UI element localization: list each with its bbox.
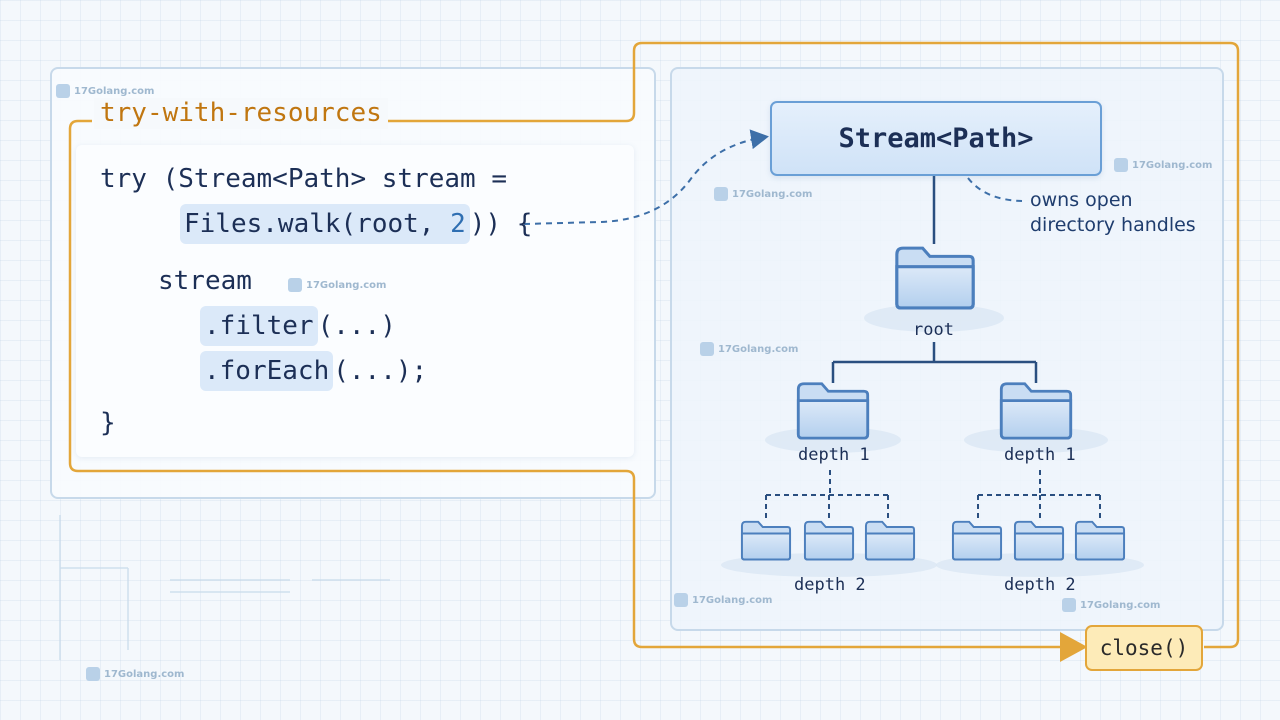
depth1-right-label: depth 1 — [1004, 445, 1076, 465]
depth2-folder-icon — [951, 520, 1003, 561]
owns-handles-note: owns open directory handles — [1030, 189, 1196, 236]
walk-to-stream-arrow — [523, 129, 769, 225]
watermark-logo-icon — [1114, 158, 1128, 172]
code-line-filter: .filter(...) — [200, 306, 396, 346]
watermark-logo-icon — [700, 342, 714, 356]
try-with-resources-label: try-with-resources — [94, 98, 388, 130]
depth1-left-folder-icon — [796, 382, 870, 440]
scope-bracket-left — [68, 119, 1088, 662]
root-folder-icon — [895, 246, 975, 310]
depth2-right-label: depth 2 — [1004, 575, 1076, 595]
watermark: 17Golang.com — [714, 187, 812, 201]
root-label: root — [913, 320, 954, 340]
depth2-branches — [765, 470, 1101, 520]
watermark: 17Golang.com — [1062, 598, 1160, 612]
watermark: 17Golang.com — [86, 667, 184, 681]
code-line-foreach: .forEach(...); — [200, 351, 427, 391]
close-call-box: close() — [1085, 625, 1203, 671]
watermark-logo-icon — [86, 667, 100, 681]
foreach-call: .forEach — [200, 351, 334, 391]
watermark-logo-icon — [674, 593, 688, 607]
depth2-folder-icon — [864, 520, 916, 561]
files-walk-call: Files.walk(root, 2 — [180, 204, 470, 244]
depth2-folder-icon — [803, 520, 855, 561]
watermark-logo-icon — [288, 278, 302, 292]
code-line-walk: Files.walk(root, 2)) { — [180, 204, 532, 244]
code-line-stream: stream — [158, 266, 252, 296]
code-line-try: try (Stream<Path> stream = — [100, 164, 507, 194]
code-block — [76, 145, 634, 457]
watermark-logo-icon — [714, 187, 728, 201]
watermark: 17Golang.com — [56, 84, 154, 98]
depth2-folder-icon — [1074, 520, 1126, 561]
watermark: 17Golang.com — [1114, 158, 1212, 172]
scope-bracket-right — [388, 41, 1240, 649]
watermark-logo-icon — [1062, 598, 1076, 612]
depth1-right-folder-icon — [999, 382, 1073, 440]
filter-call: .filter — [200, 306, 318, 346]
stream-path-box: Stream<Path> — [770, 101, 1102, 176]
watermark: 17Golang.com — [700, 342, 798, 356]
code-line-close-brace: } — [100, 408, 116, 438]
depth2-left-label: depth 2 — [794, 575, 866, 595]
depth2-folder-icon — [1013, 520, 1065, 561]
watermark: 17Golang.com — [674, 593, 772, 607]
watermark: 17Golang.com — [288, 278, 386, 292]
depth1-left-label: depth 1 — [798, 445, 870, 465]
owns-note-connector — [967, 177, 1023, 202]
watermark-logo-icon — [56, 84, 70, 98]
depth2-folder-icon — [740, 520, 792, 561]
